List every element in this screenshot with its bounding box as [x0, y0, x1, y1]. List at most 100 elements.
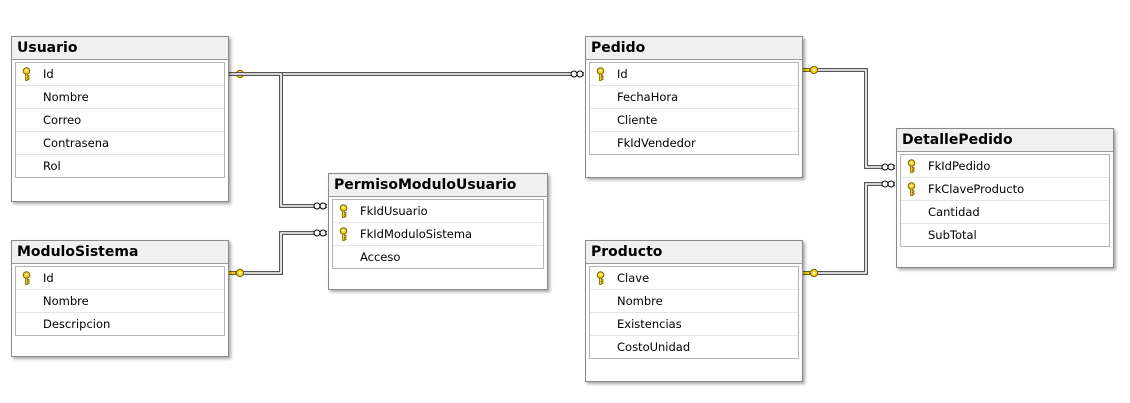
column-name: Nombre	[43, 294, 89, 308]
row-selector[interactable]	[16, 63, 36, 85]
column-name: Cliente	[617, 113, 658, 127]
row-selector[interactable]	[590, 267, 610, 289]
column-name: Clave	[617, 271, 650, 285]
column-row[interactable]: CostoUnidad	[590, 336, 798, 358]
column-row[interactable]: FkIdVendedor	[590, 132, 798, 154]
table-title[interactable]: DetallePedido	[897, 129, 1113, 152]
column-name: Id	[43, 67, 54, 81]
row-selector[interactable]	[16, 109, 36, 131]
row-selector[interactable]	[590, 313, 610, 335]
one-end-key-icon	[228, 69, 245, 79]
row-selector[interactable]	[901, 178, 921, 200]
row-selector[interactable]	[590, 86, 610, 108]
relationship-pedido-detallepedido[interactable]	[802, 65, 896, 171]
table-title[interactable]: Producto	[586, 241, 802, 264]
one-end-key-icon	[802, 65, 819, 75]
primary-key-icon	[596, 271, 605, 285]
column-row[interactable]: Correo	[16, 109, 224, 132]
many-end-infinity-icon	[570, 70, 584, 78]
column-name: FkIdModuloSistema	[360, 227, 473, 241]
relationship-modulosistema-permisomodulousuario[interactable]	[228, 229, 328, 278]
column-name: Correo	[43, 113, 82, 127]
row-selector[interactable]	[16, 290, 36, 312]
primary-key-icon	[907, 182, 916, 196]
row-selector[interactable]	[333, 223, 353, 245]
one-end-key-icon	[802, 268, 819, 278]
row-selector[interactable]	[901, 155, 921, 177]
column-row[interactable]: FkIdUsuario	[333, 200, 543, 223]
row-selector[interactable]	[590, 63, 610, 85]
column-row[interactable]: Cantidad	[901, 201, 1109, 224]
column-name: Id	[617, 67, 628, 81]
column-name: SubTotal	[928, 228, 977, 242]
column-row[interactable]: Id	[590, 63, 798, 86]
column-row[interactable]: Id	[16, 63, 224, 86]
column-row[interactable]: Clave	[590, 267, 798, 290]
column-name: Nombre	[617, 294, 663, 308]
row-selector[interactable]	[333, 246, 353, 268]
table-title[interactable]: ModuloSistema	[12, 241, 228, 264]
table-title[interactable]: PermisoModuloUsuario	[329, 174, 547, 197]
column-row[interactable]: Nombre	[16, 290, 224, 313]
primary-key-icon	[596, 67, 605, 81]
row-selector[interactable]	[590, 109, 610, 131]
row-selector[interactable]	[901, 224, 921, 246]
column-row[interactable]: FkIdPedido	[901, 155, 1109, 178]
column-name: Descripcion	[43, 317, 111, 331]
column-name: Acceso	[360, 250, 401, 264]
relationship-producto-detallepedido[interactable]	[802, 180, 896, 278]
column-name: FkIdVendedor	[617, 136, 696, 150]
column-row[interactable]: Acceso	[333, 246, 543, 268]
row-selector[interactable]	[590, 290, 610, 312]
primary-key-icon	[22, 271, 31, 285]
row-selector[interactable]	[16, 132, 36, 154]
many-end-infinity-icon	[881, 163, 895, 171]
column-row[interactable]: FkIdModuloSistema	[333, 223, 543, 246]
many-end-infinity-icon	[881, 180, 895, 188]
column-row[interactable]: Contrasena	[16, 132, 224, 155]
row-selector[interactable]	[16, 267, 36, 289]
column-row[interactable]: Nombre	[16, 86, 224, 109]
many-end-infinity-icon	[313, 202, 327, 210]
table-title[interactable]: Pedido	[586, 37, 802, 60]
many-end-infinity-icon	[313, 229, 327, 237]
column-row[interactable]: Id	[16, 267, 224, 290]
table-title[interactable]: Usuario	[12, 37, 228, 60]
row-selector[interactable]	[16, 86, 36, 108]
relationship-usuario-permisomodulousuario[interactable]	[229, 72, 327, 210]
column-name: FkIdUsuario	[360, 204, 428, 218]
column-row[interactable]: Existencias	[590, 313, 798, 336]
column-name: FechaHora	[617, 90, 679, 104]
column-row[interactable]: FechaHora	[590, 86, 798, 109]
column-row[interactable]: Descripcion	[16, 313, 224, 335]
row-selector[interactable]	[590, 132, 610, 154]
row-selector[interactable]	[16, 155, 36, 177]
row-selector[interactable]	[590, 336, 610, 358]
column-name: FkClaveProducto	[928, 182, 1025, 196]
row-selector[interactable]	[16, 313, 36, 335]
row-selector[interactable]	[333, 200, 353, 222]
row-selector[interactable]	[901, 201, 921, 223]
column-row[interactable]: Rol	[16, 155, 224, 177]
column-name: Nombre	[43, 90, 89, 104]
relationship-usuario-pedido[interactable]	[228, 69, 585, 79]
column-name: Rol	[43, 159, 61, 173]
column-row[interactable]: Nombre	[590, 290, 798, 313]
column-name: Id	[43, 271, 54, 285]
column-row[interactable]: SubTotal	[901, 224, 1109, 246]
column-row[interactable]: Cliente	[590, 109, 798, 132]
column-row[interactable]: FkClaveProducto	[901, 178, 1109, 201]
